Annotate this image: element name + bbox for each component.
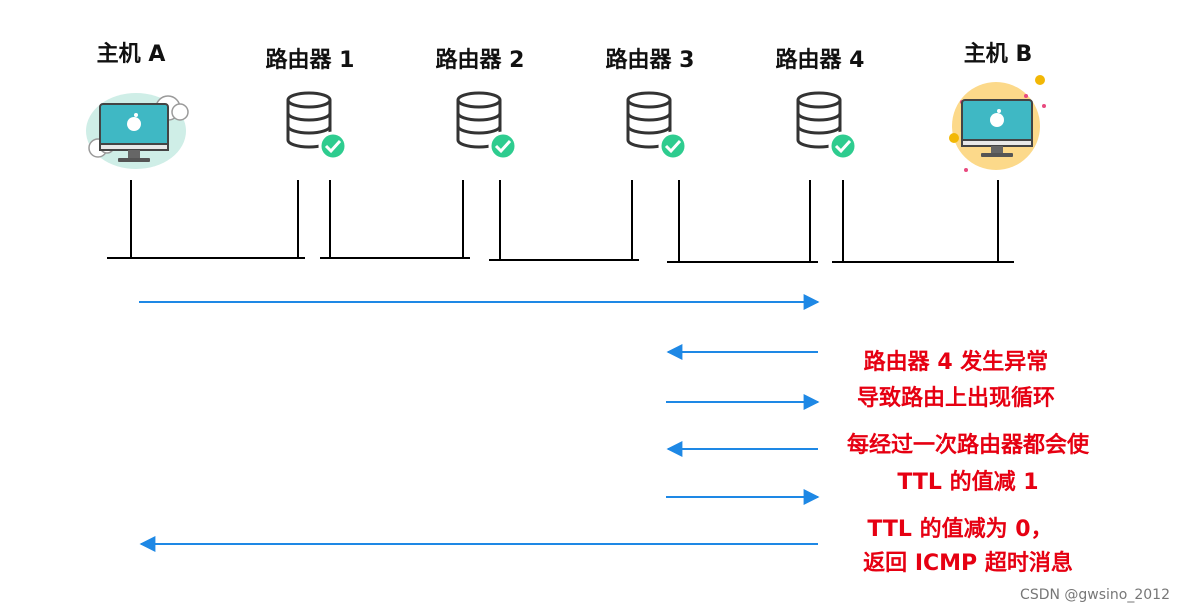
link-router-3-router-4	[667, 180, 818, 263]
note-ttl-decrement: TTL 的值减 1	[897, 470, 1039, 495]
host-b-computer-icon	[949, 75, 1046, 172]
router-1-label: 路由器 1	[265, 48, 355, 73]
router-1-icon	[286, 91, 348, 161]
note-router-anomaly: 路由器 4 发生异常	[863, 350, 1049, 375]
router-4-icon	[796, 91, 858, 161]
router-3-icon	[626, 91, 688, 161]
note-each-hop: 每经过一次路由器都会使	[846, 433, 1090, 458]
router-4-label: 路由器 4	[775, 48, 865, 73]
note-icmp-timeout: 返回 ICMP 超时消息	[863, 551, 1073, 576]
host-b-label: 主机 B	[963, 42, 1033, 67]
router-2-label: 路由器 2	[435, 48, 525, 73]
link-router-1-router-2	[320, 180, 470, 259]
link-router-2-router-3	[489, 180, 639, 261]
watermark: CSDN @gwsino_2012	[1020, 587, 1170, 603]
note-routing-loop: 导致路由上出现循环	[856, 386, 1056, 411]
host-a-label: 主机 A	[96, 42, 166, 67]
host-a-computer-icon	[86, 93, 189, 169]
router-3-label: 路由器 3	[605, 48, 695, 73]
link-host-a-router-1	[107, 180, 305, 259]
note-ttl-zero: TTL 的值减为 0，	[867, 517, 1053, 542]
link-router-4-host-b	[832, 180, 1014, 263]
router-2-icon	[456, 91, 518, 161]
